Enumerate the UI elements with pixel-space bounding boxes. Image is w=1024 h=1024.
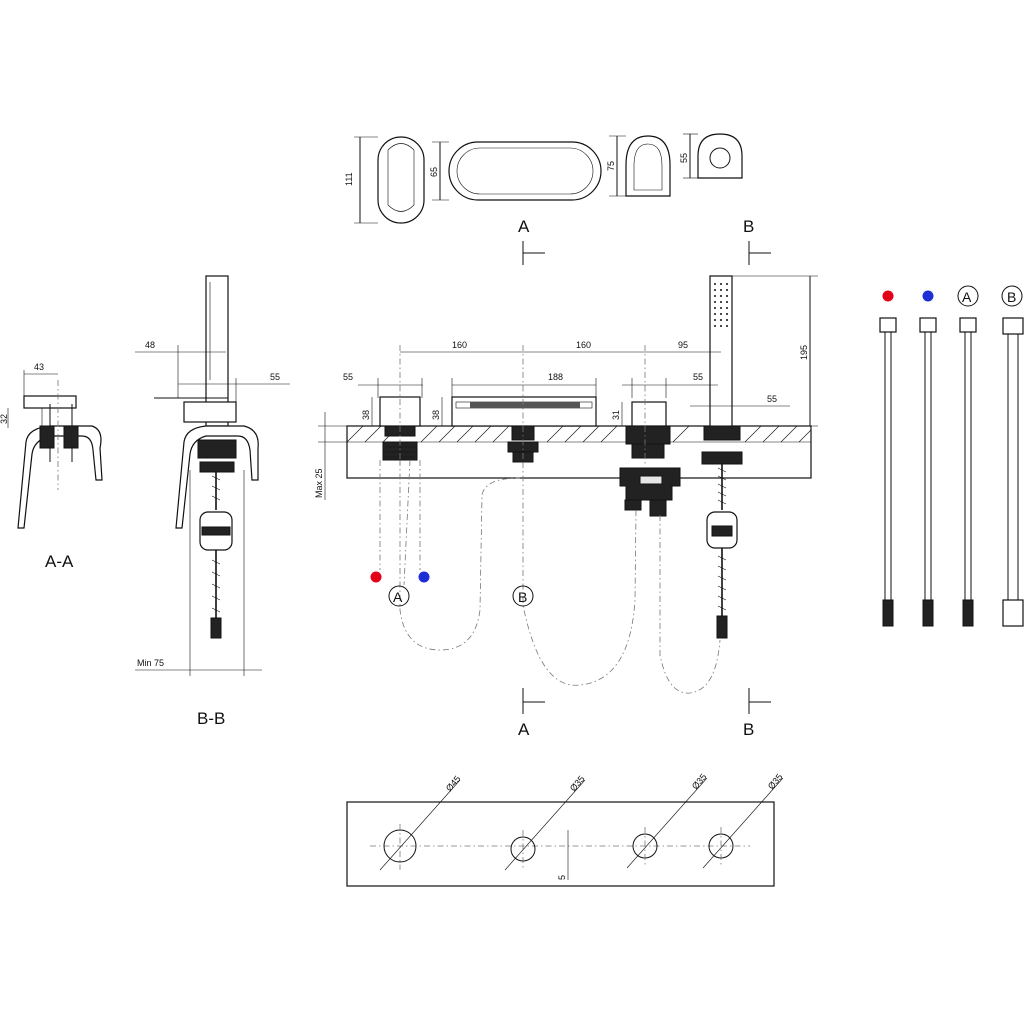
section-a-a-label: A-A <box>45 552 74 571</box>
dim-55-diverter: 55 <box>693 372 703 382</box>
cold-water-dot <box>418 571 430 583</box>
section-b-b-label: B-B <box>197 709 225 728</box>
hose-b <box>1002 317 1024 627</box>
hose-cold <box>919 317 937 627</box>
spout-profile <box>448 141 602 201</box>
section-mark-a-top: A <box>518 217 530 236</box>
top-profiles: 111 65 75 55 <box>344 133 743 224</box>
hose-hot-dot <box>882 290 894 302</box>
section-mark-b-top: B <box>743 217 754 236</box>
dim-111: 111 <box>344 172 354 186</box>
dim-31: 31 <box>611 410 621 420</box>
dim-188: 188 <box>548 372 563 382</box>
dim-38-handle: 38 <box>361 410 371 420</box>
hose-b-label: B <box>1007 289 1016 305</box>
dim-160-right: 160 <box>576 340 591 350</box>
dim-hole-45: Ø45 <box>444 774 463 793</box>
hose-route-b <box>522 462 637 686</box>
dim-95: 95 <box>678 340 688 350</box>
dim-43: 43 <box>34 362 44 372</box>
section-a-a: 43 32 A-A <box>0 362 103 571</box>
diverter <box>631 401 667 427</box>
hot-water-dot <box>370 571 382 583</box>
dim-55-holder: 55 <box>767 394 777 404</box>
spout <box>451 396 597 427</box>
hose-cold-dot <box>922 290 934 302</box>
section-marks-top: A B <box>518 217 771 265</box>
dim-55: 55 <box>679 153 689 163</box>
dim-min-75: Min 75 <box>137 658 164 668</box>
connection-a-label: A <box>393 589 403 605</box>
knob-profile <box>377 136 425 224</box>
hoses: A B <box>879 285 1024 627</box>
connection-b-label: B <box>518 589 527 605</box>
hose-route-a <box>399 460 521 651</box>
section-mark-b-bottom: B <box>743 720 754 739</box>
dim-65: 65 <box>429 167 439 177</box>
dim-hole-35-a: Ø35 <box>568 774 587 793</box>
dim-offset-5: 5 <box>557 875 567 880</box>
hose-hot <box>879 317 897 627</box>
diverter-profile <box>625 135 671 197</box>
section-mark-a-bottom: A <box>518 720 530 739</box>
dim-195: 195 <box>799 345 809 360</box>
dim-55-handle: 55 <box>343 372 353 382</box>
dim-38-spout: 38 <box>431 410 441 420</box>
dim-48: 48 <box>145 340 155 350</box>
hose-a <box>959 317 977 627</box>
dim-hole-35-c: Ø35 <box>766 772 785 791</box>
section-b-b: 48 55 Min 75 B-B <box>135 275 290 728</box>
dim-hole-35-b: Ø35 <box>690 772 709 791</box>
dim-75: 75 <box>606 161 616 171</box>
dim-55-bb: 55 <box>270 372 280 382</box>
holder-profile <box>697 133 743 179</box>
plate-outline <box>346 801 775 887</box>
dim-32: 32 <box>0 414 9 424</box>
dim-160-left: 160 <box>452 340 467 350</box>
front-elevation: A B 160 160 95 55 188 55 55 38 38 31 <box>314 275 818 694</box>
mounting-plate: Ø45 Ø35 Ø35 Ø35 5 <box>346 772 785 887</box>
dim-max-25: Max 25 <box>314 468 324 498</box>
section-marks-bottom: A B <box>518 688 771 739</box>
hose-a-label: A <box>962 289 972 305</box>
